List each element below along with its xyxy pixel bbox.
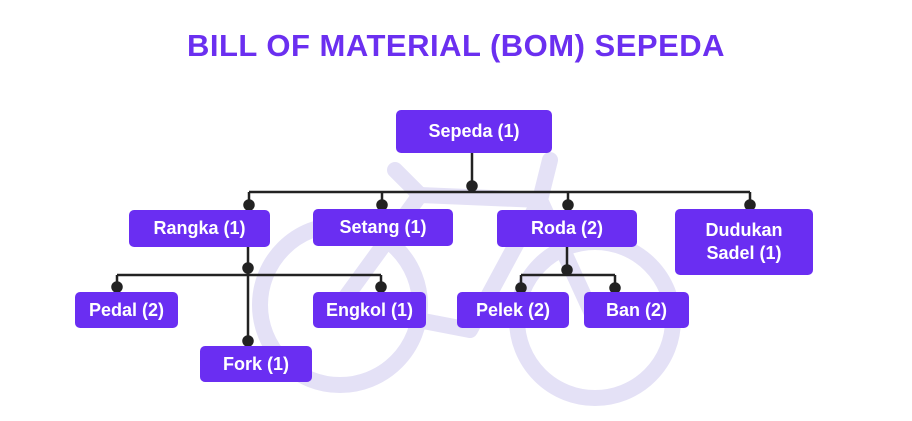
node-engkol: Engkol (1) xyxy=(313,292,426,328)
node-fork: Fork (1) xyxy=(200,346,312,382)
node-pelek: Pelek (2) xyxy=(457,292,569,328)
diagram-title: BILL OF MATERIAL (BOM) SEPEDA xyxy=(186,28,726,63)
node-dudukan-sadel: Dudukan Sadel (1) xyxy=(675,209,813,275)
node-roda: Roda (2) xyxy=(497,210,637,247)
bicycle-icon xyxy=(252,152,681,406)
node-setang: Setang (1) xyxy=(313,209,453,246)
connector-lines xyxy=(111,153,756,347)
node-ban: Ban (2) xyxy=(584,292,689,328)
node-pedal: Pedal (2) xyxy=(75,292,178,328)
node-sepeda: Sepeda (1) xyxy=(396,110,552,153)
node-rangka: Rangka (1) xyxy=(129,210,270,247)
